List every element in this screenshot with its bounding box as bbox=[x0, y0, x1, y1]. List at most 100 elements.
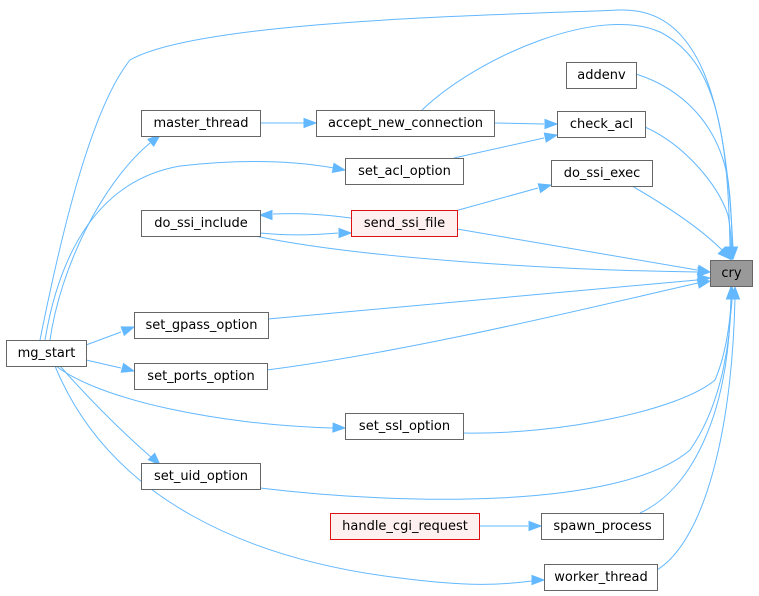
edge-do_ssi_include-to-cry bbox=[254, 235, 712, 278]
node-label: mg_start bbox=[18, 346, 76, 361]
edge-mg_start-to-set_gpass_option bbox=[85, 326, 136, 346]
node-do_ssi_exec[interactable]: do_ssi_exec bbox=[551, 160, 653, 187]
node-box bbox=[345, 413, 464, 440]
node-box bbox=[551, 160, 653, 187]
node-box bbox=[134, 363, 268, 390]
node-accept_new_connection[interactable]: accept_new_connection bbox=[316, 110, 495, 137]
arrowhead-icon bbox=[544, 118, 559, 130]
node-spawn_process[interactable]: spawn_process bbox=[541, 513, 664, 540]
node-set_ssl_option[interactable]: set_ssl_option bbox=[345, 413, 464, 440]
node-box bbox=[316, 110, 495, 137]
node-master_thread[interactable]: master_thread bbox=[141, 110, 261, 137]
edge-spawn_process-to-cry bbox=[639, 285, 738, 514]
edge-set_acl_option-to-check_acl bbox=[453, 132, 559, 159]
edge-line bbox=[254, 235, 698, 273]
arrowhead-icon bbox=[528, 520, 543, 532]
node-addenv[interactable]: addenv bbox=[566, 62, 637, 89]
edge-line bbox=[456, 228, 698, 271]
edge-line bbox=[266, 282, 699, 371]
node-cry[interactable]: cry bbox=[710, 260, 753, 287]
edge-set_uid_option-to-cry bbox=[259, 285, 737, 500]
edge-line bbox=[44, 161, 335, 341]
arrowhead-icon bbox=[696, 278, 712, 289]
node-set_uid_option[interactable]: set_uid_option bbox=[141, 463, 261, 490]
arrowhead-icon bbox=[543, 132, 559, 143]
edge-check_acl-to-cry bbox=[644, 126, 737, 261]
node-box bbox=[541, 513, 664, 540]
edge-mg_start-to-set_acl_option bbox=[44, 161, 347, 341]
node-do_ssi_include[interactable]: do_ssi_include bbox=[141, 210, 261, 237]
edge-line bbox=[54, 365, 533, 585]
node-label: set_acl_option bbox=[358, 164, 451, 179]
node-send_ssi_file[interactable]: send_ssi_file bbox=[351, 210, 458, 237]
node-box bbox=[6, 340, 87, 367]
arrowhead-icon bbox=[331, 162, 347, 173]
edge-mg_start-to-cry bbox=[39, 9, 739, 341]
edge-line bbox=[55, 365, 334, 429]
node-set_acl_option[interactable]: set_acl_option bbox=[345, 158, 464, 185]
edge-accept_new_connection-to-check_acl bbox=[493, 118, 559, 130]
node-label: master_thread bbox=[154, 116, 249, 131]
node-label: cry bbox=[721, 266, 741, 281]
edge-layer bbox=[39, 9, 741, 586]
arrowhead-icon bbox=[727, 246, 739, 261]
node-mg_start[interactable]: mg_start bbox=[6, 340, 87, 367]
arrowhead-icon bbox=[303, 117, 318, 129]
node-box bbox=[345, 158, 464, 185]
node-label: set_ports_option bbox=[147, 369, 254, 384]
edge-do_ssi_exec-to-cry bbox=[631, 185, 732, 261]
arrowhead-icon bbox=[120, 326, 136, 337]
node-label: check_acl bbox=[570, 117, 633, 132]
node-label: worker_thread bbox=[554, 570, 647, 585]
node-box bbox=[141, 110, 261, 137]
edge-master_thread-to-accept_new_connection bbox=[260, 117, 318, 129]
edge-send_ssi_file-to-do_ssi_include bbox=[258, 209, 352, 221]
edge-line bbox=[493, 122, 545, 125]
edge-line bbox=[259, 297, 732, 500]
arrowhead-icon bbox=[147, 452, 162, 467]
edge-send_ssi_file-to-do_ssi_exec bbox=[454, 183, 553, 212]
arrowhead-icon bbox=[258, 209, 273, 221]
node-worker_thread[interactable]: worker_thread bbox=[544, 564, 658, 591]
arrowhead-icon bbox=[147, 134, 162, 148]
arrowhead-icon bbox=[729, 285, 741, 300]
node-label: handle_cgi_request bbox=[342, 519, 468, 534]
edge-line bbox=[656, 297, 736, 571]
node-label: set_gpass_option bbox=[146, 318, 258, 333]
edge-set_gpass_option-to-cry bbox=[267, 273, 712, 320]
edge-line bbox=[272, 213, 352, 219]
node-box bbox=[134, 312, 269, 339]
edge-set_ssl_option-to-cry bbox=[462, 285, 737, 434]
node-check_acl[interactable]: check_acl bbox=[557, 111, 646, 138]
edge-mg_start-to-worker_thread bbox=[54, 365, 546, 586]
node-box bbox=[141, 463, 261, 490]
node-set_ports_option[interactable]: set_ports_option bbox=[134, 363, 268, 390]
arrowhead-icon bbox=[120, 362, 136, 373]
edge-line bbox=[454, 187, 539, 212]
edge-line bbox=[85, 359, 122, 369]
edge-mg_start-to-set_uid_option bbox=[59, 365, 162, 467]
node-label: accept_new_connection bbox=[328, 116, 483, 131]
node-box bbox=[557, 111, 646, 138]
node-handle_cgi_request[interactable]: handle_cgi_request bbox=[330, 513, 480, 540]
node-set_gpass_option[interactable]: set_gpass_option bbox=[134, 312, 269, 339]
arrowhead-icon bbox=[697, 266, 712, 278]
node-label: addenv bbox=[577, 68, 626, 83]
node-box bbox=[351, 210, 458, 237]
node-box bbox=[544, 564, 658, 591]
edge-mg_start-to-master_thread bbox=[49, 134, 162, 341]
arrowhead-icon bbox=[717, 246, 732, 261]
edge-line bbox=[49, 142, 151, 341]
node-box bbox=[710, 260, 753, 287]
edge-line bbox=[39, 9, 734, 341]
arrowhead-icon bbox=[531, 574, 546, 586]
edge-worker_thread-to-cry bbox=[656, 285, 741, 571]
node-label: set_ssl_option bbox=[359, 419, 450, 434]
node-label: send_ssi_file bbox=[364, 216, 445, 231]
node-layer: cryaddenvcheck_aclaccept_new_connectionm… bbox=[6, 62, 753, 591]
edge-handle_cgi_request-to-spawn_process bbox=[479, 520, 543, 532]
arrowhead-icon bbox=[537, 183, 553, 194]
node-box bbox=[141, 210, 261, 237]
arrowhead-icon bbox=[332, 422, 347, 433]
node-label: set_uid_option bbox=[154, 469, 248, 484]
